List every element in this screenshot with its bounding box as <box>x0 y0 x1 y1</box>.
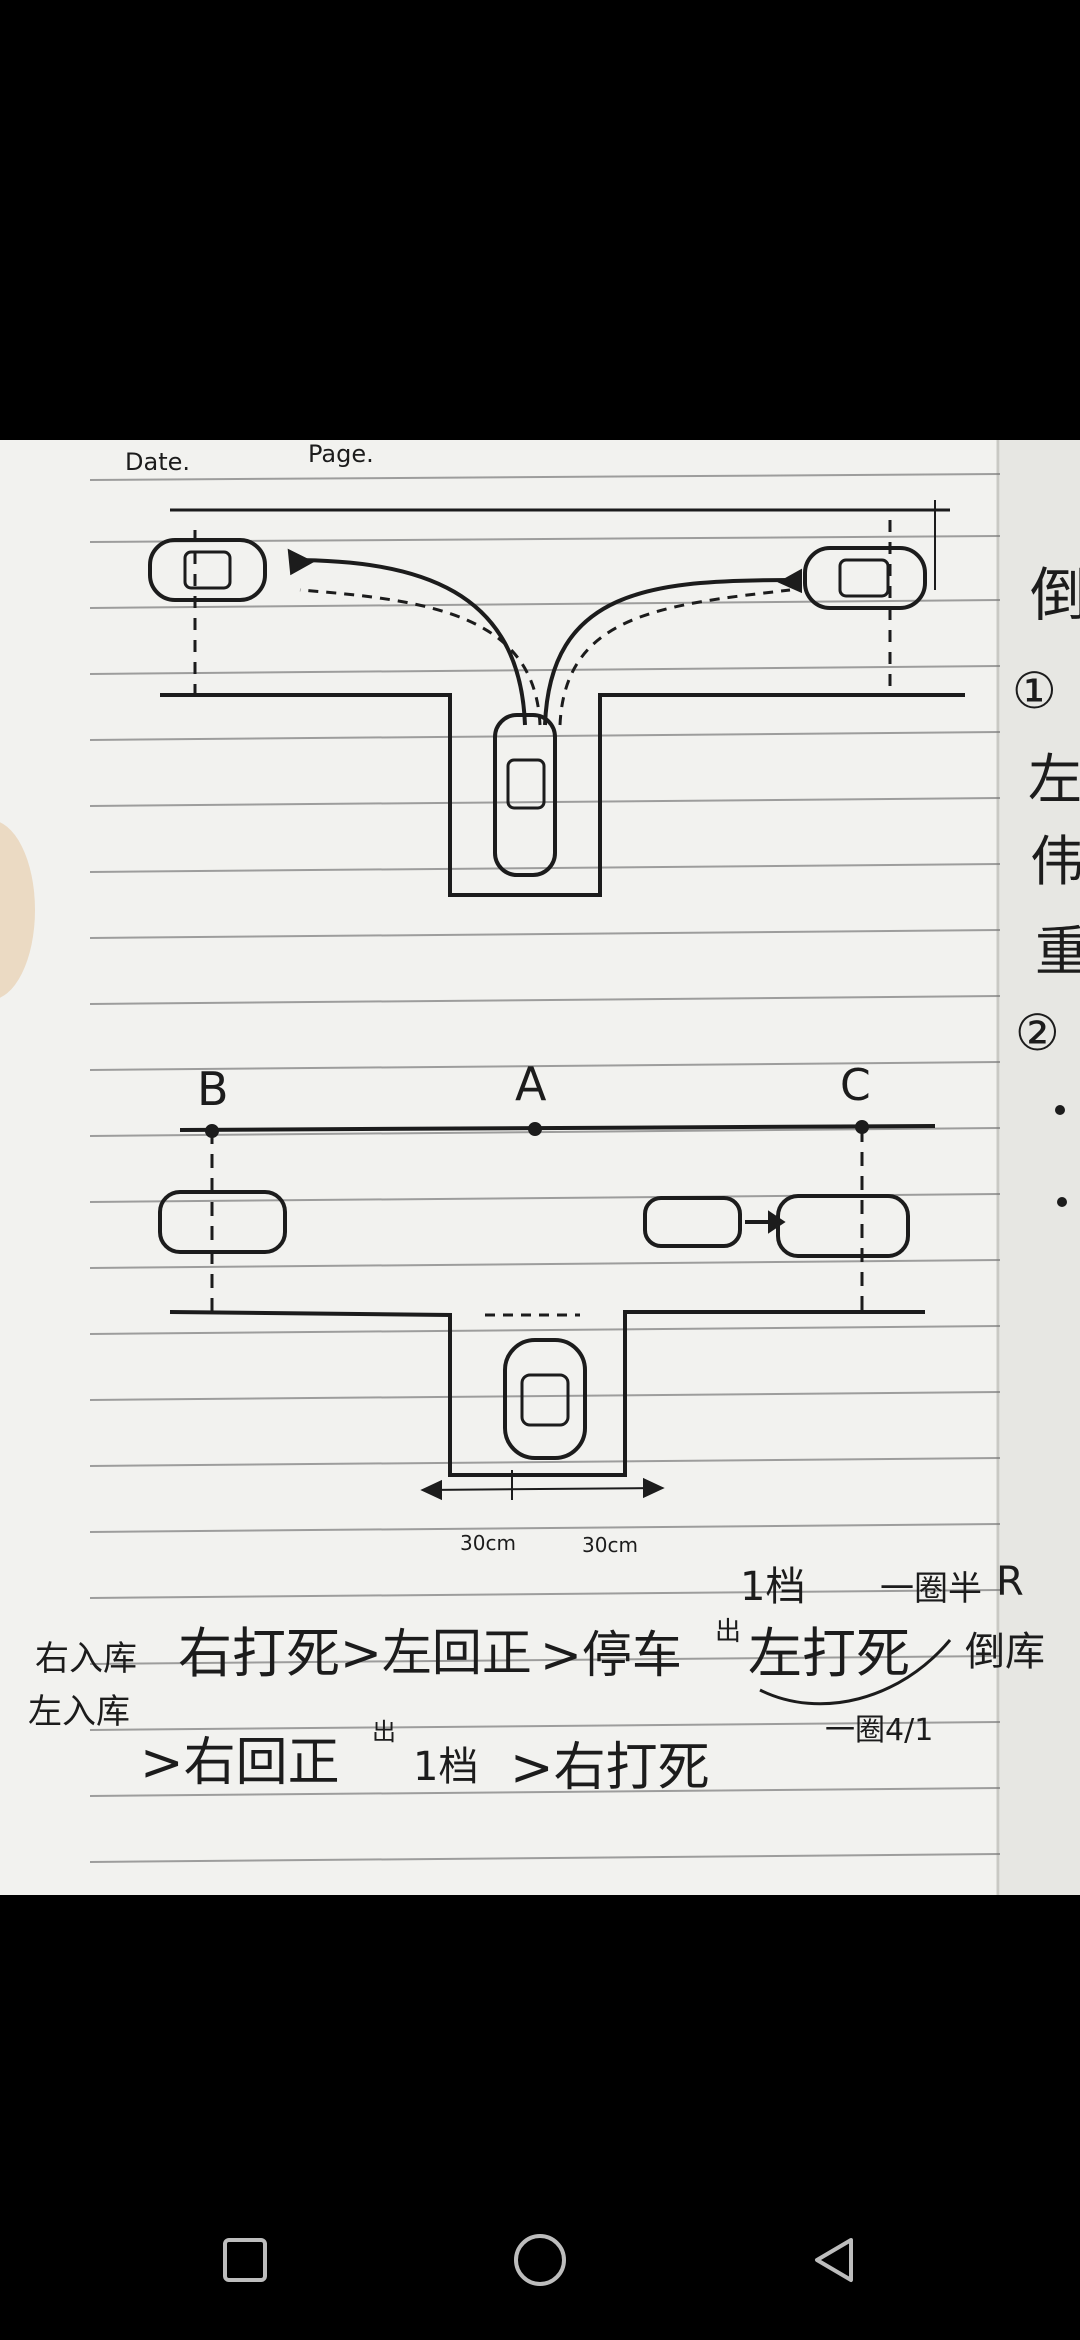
note-left-step2: >右打死 <box>510 1738 710 1798</box>
gap-left-label: 30cm <box>460 1531 516 1555</box>
header-date: Date. <box>125 448 190 476</box>
side-char-3: 伟 <box>1030 830 1080 893</box>
note-right-step4: 左打死 <box>748 1622 910 1685</box>
note-right-reverse: 倒库 <box>965 1629 1045 1675</box>
square-icon <box>223 2238 267 2282</box>
notebook-photo: Date. Page. <box>0 440 1080 1895</box>
gap-right-label: 30cm <box>582 1533 638 1557</box>
triangle-back-icon <box>815 2238 853 2282</box>
note-right-step3: >停车 <box>540 1626 682 1684</box>
note-right-half-turn: 一圈半 <box>880 1569 982 1609</box>
note-right-park-title: 右入库 <box>35 1639 137 1679</box>
side-char-4: 重 <box>1035 920 1080 983</box>
top-parking-diagram <box>148 500 965 897</box>
navigation-bar <box>0 2180 1080 2340</box>
note-left-park-title: 左入库 <box>28 1692 130 1732</box>
header-page: Page. <box>308 440 374 468</box>
note-right-step1: 右打死 <box>178 1622 340 1685</box>
label-b: B <box>197 1062 229 1116</box>
note-right-exit: 出 <box>715 1617 741 1647</box>
right-page-fragment: 倒 ① 左 伟 重 ② <box>1012 561 1080 1207</box>
note-right-quarter: 一圈4/1 <box>825 1713 933 1748</box>
bottom-parking-diagram <box>158 1120 936 1501</box>
home-button[interactable] <box>500 2220 580 2300</box>
recent-apps-button[interactable] <box>205 2220 285 2300</box>
note-left-gear: 1档 <box>413 1744 478 1790</box>
note-left-step1: >右回正 <box>140 1733 340 1793</box>
note-right-gear: 1档 <box>740 1564 805 1610</box>
side-circle-1: ① <box>1012 662 1057 720</box>
note-left-exit: 出 <box>372 1718 396 1746</box>
circle-icon <box>514 2234 566 2286</box>
note-right-step2: >左回正 <box>340 1624 532 1682</box>
side-char-2: 左 <box>1028 748 1080 811</box>
label-c: C <box>840 1060 871 1111</box>
side-circle-2: ② <box>1015 1004 1060 1062</box>
side-char-top: 倒 <box>1030 561 1080 629</box>
label-a: A <box>515 1057 547 1111</box>
back-button[interactable] <box>795 2220 875 2300</box>
note-right-r: R <box>996 1559 1024 1605</box>
